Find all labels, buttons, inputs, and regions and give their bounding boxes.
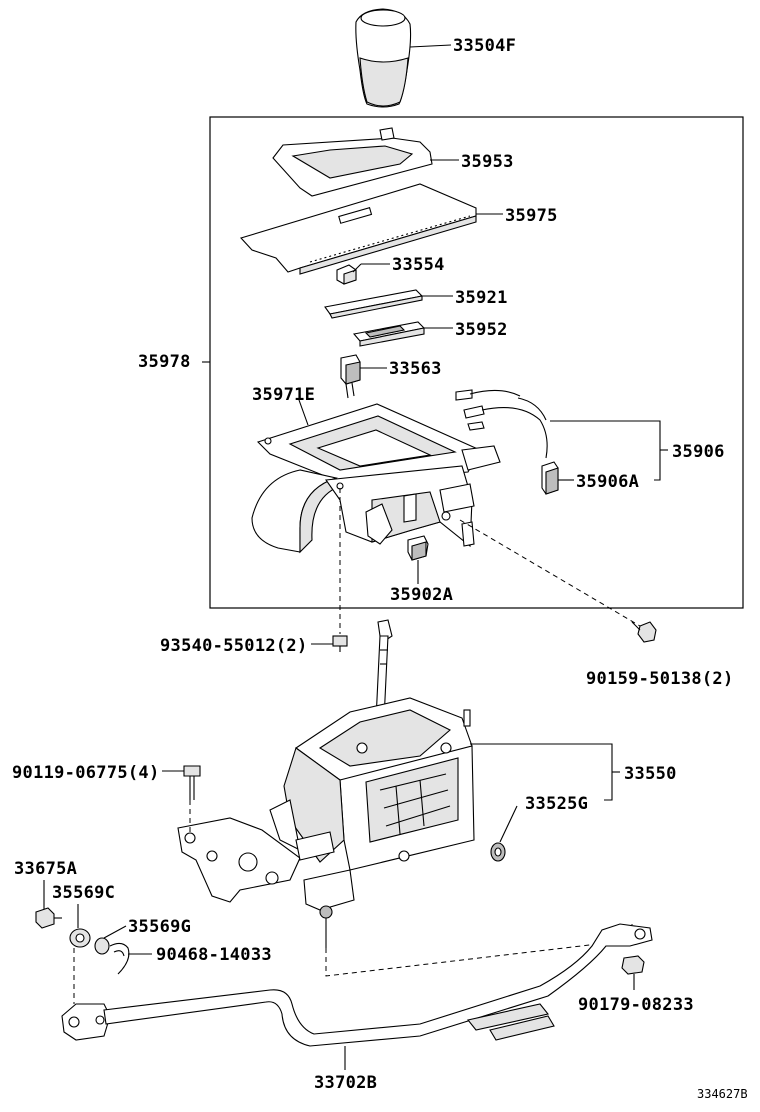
indicator-lens-drawing <box>352 321 426 347</box>
housing-sub-drawing <box>251 403 501 554</box>
socket-drawing <box>340 354 361 399</box>
leader-35971E <box>298 399 309 426</box>
label-bezel: 35953 <box>461 152 514 172</box>
nut-drawing <box>621 955 645 975</box>
label-screw-right: 90159-50138(2) <box>586 669 734 689</box>
label-33554: 33554 <box>392 255 445 275</box>
label-35902A: 35902A <box>390 585 453 605</box>
bezel-cover-drawing <box>272 127 433 197</box>
label-35952: 35952 <box>455 320 508 340</box>
label-clip: 90468-14033 <box>156 945 272 965</box>
shift-lever-assembly-drawing <box>177 619 475 948</box>
control-rod-drawing <box>61 923 653 1047</box>
label-rod: 33702B <box>314 1073 377 1093</box>
position-plate-drawing <box>324 289 424 319</box>
switch-drawing <box>407 535 429 561</box>
label-bolt: 90119-06775(4) <box>12 763 160 783</box>
label-33563: 33563 <box>389 359 442 379</box>
label-35921: 35921 <box>455 288 508 308</box>
dashed-line-rod <box>325 924 633 977</box>
bolt-drawing <box>183 765 201 800</box>
wire-drawing <box>455 389 559 495</box>
clip-drawing <box>109 942 130 975</box>
screw-left-drawing <box>332 635 348 652</box>
bracket-33550 <box>470 743 613 801</box>
label-35906A: 35906A <box>576 472 639 492</box>
label-nut: 90179-08233 <box>578 995 694 1015</box>
label-housing: 35975 <box>505 206 558 226</box>
label-33550: 33550 <box>624 764 677 784</box>
label-33675A: 33675A <box>14 859 77 879</box>
bushing-c-drawing <box>69 928 91 948</box>
bulb-holder-drawing <box>336 264 357 285</box>
label-33525G: 33525G <box>525 794 588 814</box>
leader-35569G <box>103 925 127 939</box>
label-35906: 35906 <box>672 442 725 462</box>
label-screw-left: 93540-55012(2) <box>160 636 308 656</box>
screw-right-drawing <box>631 621 657 643</box>
retainer-g-drawing <box>94 937 110 955</box>
leader-knob <box>409 44 452 48</box>
label-35569C: 35569C <box>52 883 115 903</box>
bushing-a-drawing <box>35 907 62 929</box>
leader-33525G <box>499 805 518 843</box>
label-assembly: 35978 <box>138 352 191 372</box>
label-35569G: 35569G <box>128 917 191 937</box>
diagram-id: 334627B <box>697 1087 748 1101</box>
label-35971E: 35971E <box>252 385 315 405</box>
seal-ring-drawing <box>490 842 506 862</box>
shift-knob-drawing <box>355 8 412 108</box>
label-knob: 33504F <box>453 36 516 56</box>
leader-33554 <box>352 263 362 273</box>
indicator-housing-drawing <box>240 183 477 275</box>
dashed-line-right-screw <box>459 519 641 627</box>
